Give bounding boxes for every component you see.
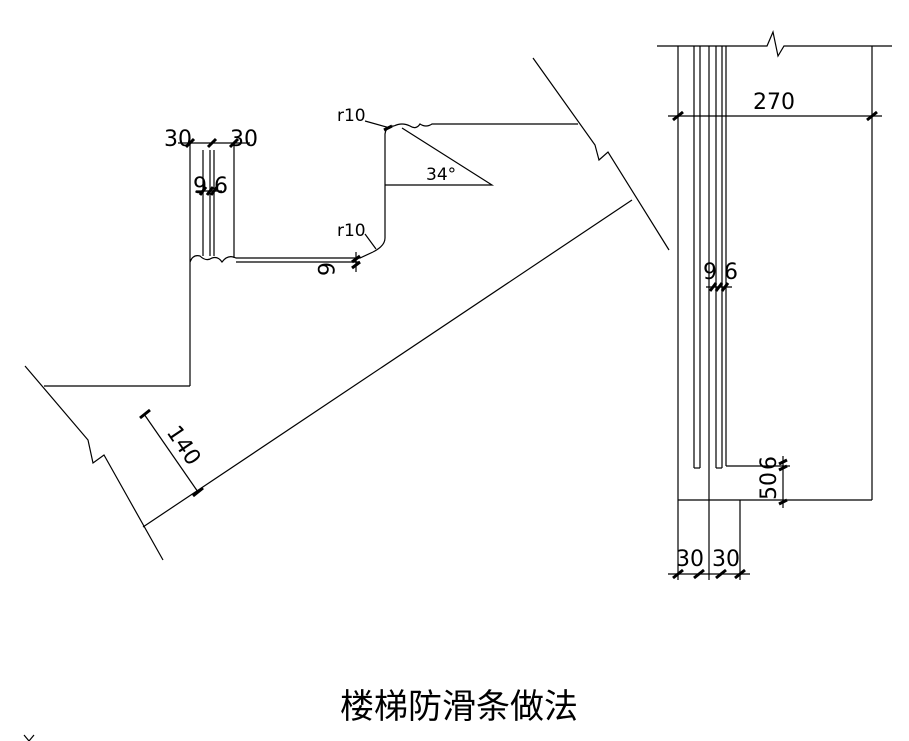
slab-soffit — [142, 199, 633, 528]
label-plan-gap-9: 9 — [703, 260, 717, 285]
dim-tick — [184, 137, 196, 149]
dim-tick — [778, 464, 788, 472]
dim-tick — [672, 568, 684, 580]
drawing-title: 楼梯防滑条做法 — [340, 687, 578, 727]
label-groove-30-right: 30 — [230, 127, 258, 152]
dim-tick — [672, 110, 684, 122]
dim-tick — [715, 568, 727, 580]
dim-tick — [228, 137, 240, 149]
dim-tick — [778, 498, 788, 506]
dim-tick — [778, 458, 788, 466]
label-end-50: 50 — [757, 472, 782, 500]
tread-surface-with-grooves — [189, 251, 374, 264]
label-radius-bottom: r10 — [337, 221, 366, 241]
leader-r10-top — [364, 120, 391, 129]
dim-tick — [206, 137, 218, 149]
label-end-6: 6 — [757, 456, 782, 470]
upper-riser — [372, 125, 395, 253]
label-angle: 34° — [426, 165, 456, 185]
angle-triangle — [385, 127, 495, 186]
leader-r10-bottom — [364, 233, 377, 250]
nosing-top — [393, 123, 578, 129]
corner-mark — [23, 734, 35, 741]
label-groove-30-left: 30 — [164, 127, 192, 152]
dim-tick — [192, 486, 204, 498]
break-line-top — [657, 30, 892, 58]
dim-tick — [720, 282, 730, 292]
plan-view — [657, 30, 892, 580]
dim-tick — [209, 186, 219, 196]
break-line-lower-left — [24, 365, 164, 561]
dim-tick — [139, 408, 151, 420]
label-bottom-30-left: 30 — [676, 547, 704, 572]
dim-tick — [693, 568, 705, 580]
label-radius-top: r10 — [337, 106, 366, 126]
label-total-270: 270 — [753, 90, 795, 115]
label-gap-9: 9 — [193, 174, 207, 199]
dim-tick — [708, 282, 718, 292]
label-depth-6: 6 — [312, 262, 337, 276]
dim-tick — [383, 124, 393, 132]
label-plan-gap-6: 6 — [724, 260, 738, 285]
section-view — [24, 57, 670, 561]
label-gap-6: 6 — [214, 174, 228, 199]
dim-tick — [734, 568, 746, 580]
label-bottom-30-right: 30 — [712, 547, 740, 572]
dim-tick — [205, 186, 215, 196]
break-line-upper-right — [532, 57, 670, 251]
dim-tick — [714, 282, 724, 292]
dim-tick — [866, 110, 878, 122]
label-slab-140: 140 — [161, 421, 205, 470]
dim-line-140 — [143, 413, 199, 493]
dim-tick — [198, 186, 208, 196]
